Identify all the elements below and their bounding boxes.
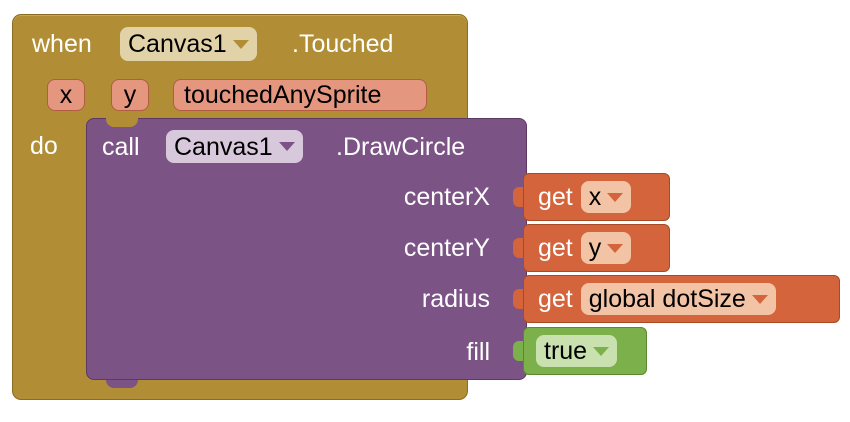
call-label: call	[102, 133, 140, 161]
get-x-dropdown[interactable]: x	[580, 181, 632, 213]
call-canvas-drawcircle-block[interactable]	[86, 118, 527, 380]
event-name-label: .Touched	[292, 30, 394, 58]
get-label: get	[538, 234, 573, 262]
get-y-dropdown[interactable]: y	[580, 232, 632, 264]
get-y-block[interactable]: get y	[523, 224, 670, 272]
event-component-dropdown[interactable]: Canvas1	[120, 27, 257, 61]
socket-plug	[513, 238, 525, 258]
get-x-block[interactable]: get x	[523, 173, 670, 221]
get-global-dotsize-block[interactable]: get global dotSize	[523, 275, 840, 323]
param-y-label: y	[123, 81, 137, 109]
call-component-label: Canvas1	[174, 132, 273, 161]
arg-centery-label: centerY	[403, 234, 490, 262]
dropdown-caret-icon	[607, 192, 624, 202]
dropdown-caret-icon	[232, 39, 249, 49]
get-label: get	[538, 285, 573, 313]
param-touched-any-sprite[interactable]: touchedAnySprite	[173, 79, 427, 111]
block-bottom-tab	[106, 380, 138, 388]
socket-plug	[513, 341, 525, 361]
get-global-dotsize-dropdown[interactable]: global dotSize	[580, 283, 776, 315]
socket-plug	[513, 187, 525, 207]
arg-radius-label: radius	[421, 285, 490, 313]
param-x-label: x	[59, 81, 73, 109]
method-name-label: .DrawCircle	[336, 133, 466, 161]
when-label: when	[32, 30, 92, 58]
param-touched-any-sprite-label: touchedAnySprite	[184, 81, 382, 109]
arg-fill-label: fill	[466, 338, 490, 366]
dropdown-caret-icon	[607, 243, 624, 253]
block-notch	[106, 118, 138, 127]
call-component-dropdown[interactable]: Canvas1	[166, 130, 303, 163]
param-x[interactable]: x	[47, 79, 85, 111]
logic-true-block[interactable]: true	[523, 327, 647, 375]
dropdown-caret-icon	[278, 142, 295, 151]
true-value: true	[544, 337, 588, 365]
get-x-value: x	[588, 183, 602, 211]
dropdown-caret-icon	[751, 294, 768, 304]
true-dropdown[interactable]: true	[536, 335, 618, 367]
get-y-value: y	[588, 234, 602, 262]
get-label: get	[538, 183, 573, 211]
param-y[interactable]: y	[111, 79, 149, 111]
socket-plug	[513, 289, 525, 309]
event-component-label: Canvas1	[128, 30, 227, 58]
arg-centerx-label: centerX	[403, 183, 490, 211]
get-global-dotsize-value: global dotSize	[588, 285, 746, 313]
dropdown-caret-icon	[593, 346, 610, 356]
do-label: do	[30, 132, 58, 160]
